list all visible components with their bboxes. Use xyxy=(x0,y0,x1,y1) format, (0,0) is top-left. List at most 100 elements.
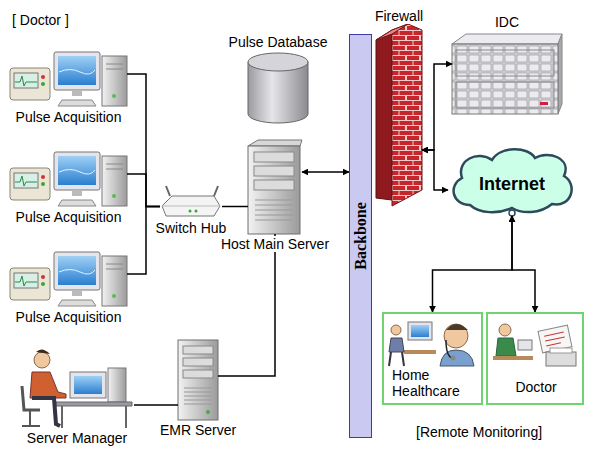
server-manager-icon-part xyxy=(22,410,40,426)
pulse-acquisition-icon-part xyxy=(10,252,127,306)
node-label: Pulse Acquisition xyxy=(15,109,123,125)
emr-server: EMR Server xyxy=(178,340,218,420)
home-healthcare-icon-part xyxy=(440,350,474,366)
home-healthcare-icon-part xyxy=(404,350,436,354)
host-server-icon-part xyxy=(254,152,294,162)
idc-rack-part xyxy=(452,34,562,44)
switch-hub-icon-part xyxy=(189,210,192,213)
home-healthcare-icon xyxy=(389,322,474,366)
switch-hub: Switch Hub xyxy=(160,195,222,218)
group-heading: [Remote Monitoring] xyxy=(416,424,542,440)
server-manager-icon-part xyxy=(32,398,60,426)
remote-doctor-icon-part xyxy=(546,352,576,366)
remote-doctor-icon-part xyxy=(544,332,566,346)
server-manager-icon-part xyxy=(74,376,102,394)
home-healthcare-icon-part xyxy=(391,325,401,335)
firewall-wall-part xyxy=(376,30,392,200)
home-healthcare-icon-part xyxy=(408,322,432,340)
connector xyxy=(127,207,160,275)
server-manager-icon-part xyxy=(22,386,40,410)
host-server-icon xyxy=(248,140,302,234)
node-label: Pulse Acquisition xyxy=(15,209,123,225)
home-healthcare-icon-part xyxy=(389,352,404,366)
node-label: Home Healthcare xyxy=(392,367,472,399)
home-healthcare-icon-part xyxy=(446,324,468,330)
idc-rack-part xyxy=(456,50,554,76)
connector xyxy=(422,150,448,190)
switch-hub-icon xyxy=(162,186,220,216)
remote-doctor-icon-part xyxy=(499,324,511,336)
node-label: EMR Server xyxy=(159,422,237,438)
pulse-acquisition-icon xyxy=(10,52,127,306)
node-label: Server Manager xyxy=(26,430,128,446)
host-server-icon-part xyxy=(254,180,294,190)
pulse-acquisition-icon-part xyxy=(10,152,127,206)
connector xyxy=(218,234,275,376)
node-label: Doctor xyxy=(515,379,556,395)
remote-doctor-icon-part xyxy=(538,325,572,353)
remote-doctor-icon-part xyxy=(550,348,572,353)
server-manager-icon-part xyxy=(62,406,126,428)
home-healthcare-icon-part xyxy=(451,356,456,361)
remote-box: Doctor xyxy=(486,312,584,405)
server-manager-icon xyxy=(22,349,132,428)
internet-cloud-part xyxy=(509,210,515,216)
node-label: Internet xyxy=(479,176,545,192)
emr-server-icon xyxy=(178,340,218,420)
emr-server-icon-part xyxy=(178,340,218,420)
server-manager-icon-part xyxy=(34,352,50,368)
node-label: Firewall xyxy=(374,8,424,24)
server-manager-icon-part xyxy=(30,372,66,398)
firewall-wall xyxy=(376,24,422,206)
host-server-icon-part xyxy=(248,140,302,146)
node-label: Pulse Database xyxy=(228,34,329,50)
host-server-icon-part xyxy=(255,200,293,220)
home-healthcare-icon-part xyxy=(444,324,468,348)
remote-doctor-icon-part xyxy=(518,340,532,350)
idc-rack-part xyxy=(558,34,562,114)
server-manager-icon-part xyxy=(70,372,106,398)
firewall-wall-part xyxy=(376,24,408,40)
connector xyxy=(127,174,160,207)
node-label: Pulse Acquisition xyxy=(15,309,123,325)
host-server-icon-part xyxy=(254,166,294,176)
idc-rack: IDC xyxy=(452,32,562,116)
backbone-band: Backbone xyxy=(349,34,372,438)
switch-hub-icon-part xyxy=(195,210,198,213)
switch-hub-icon-part xyxy=(166,186,218,196)
connector xyxy=(127,74,160,207)
pulse-acquisition-icon-part xyxy=(10,52,127,106)
remote-doctor-icon xyxy=(493,324,576,366)
node-label: Host Main Server xyxy=(220,236,330,252)
internet-cloud xyxy=(454,149,572,216)
server-manager-icon-part xyxy=(108,368,126,402)
connector xyxy=(422,64,452,150)
connector xyxy=(512,216,535,312)
host-server: Host Main Server xyxy=(248,140,302,234)
server-manager-icon-part xyxy=(56,402,132,406)
database-cylinder xyxy=(248,53,308,123)
node-label: IDC xyxy=(494,14,520,30)
database-cylinder-part xyxy=(248,53,308,71)
idc-rack-part xyxy=(456,82,554,108)
host-server-icon-part xyxy=(248,146,300,234)
remote-doctor-icon-part xyxy=(493,356,533,360)
home-healthcare-icon-part xyxy=(446,340,452,358)
pulse-acquisition: Pulse Acquisition xyxy=(10,152,127,207)
connector xyxy=(134,404,178,406)
pulse-acquisition: Pulse Acquisition xyxy=(10,252,127,307)
node-label: Switch Hub xyxy=(155,220,228,236)
connector xyxy=(222,206,248,208)
server-manager-icon-part xyxy=(36,349,50,354)
internet-cloud: Internet xyxy=(448,148,576,216)
switch-hub-icon-part xyxy=(162,206,220,207)
idc-rack-part xyxy=(452,44,558,114)
connector xyxy=(433,216,513,312)
internet-cloud-part xyxy=(454,149,572,212)
connector xyxy=(302,171,349,173)
idc-rack xyxy=(452,34,562,114)
remote-doctor-icon-part xyxy=(496,338,516,356)
home-healthcare-icon-part xyxy=(411,325,429,337)
